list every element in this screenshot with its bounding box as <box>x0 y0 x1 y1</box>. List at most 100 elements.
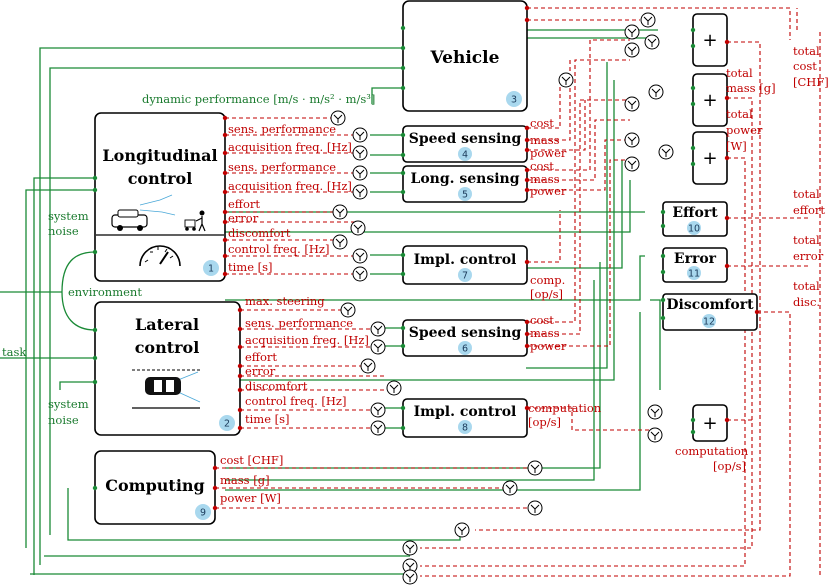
comparator-icon <box>402 540 418 556</box>
comparator-icon <box>624 156 640 172</box>
noise-label: noise <box>48 413 79 427</box>
power-label: power <box>530 339 567 353</box>
mass-label: mass <box>530 326 560 340</box>
block-number: 4 <box>462 150 468 161</box>
block-number: 7 <box>462 271 468 282</box>
sum-block-mass: + <box>692 73 728 127</box>
port-dots <box>92 5 760 511</box>
comparator-icon <box>624 96 640 112</box>
wire-labels: dynamic performance [m/s · m/s² · m/s³] … <box>2 44 829 505</box>
sum-block-computation: + <box>692 404 728 442</box>
comparator-icon <box>370 321 386 337</box>
cost-label: cost <box>530 116 554 130</box>
block-number-badge <box>195 504 211 520</box>
mass-g-label: mass [g] <box>220 473 270 487</box>
noise-label: noise <box>48 224 79 238</box>
comparator-icon <box>332 204 348 220</box>
lateral-control-block: Lateral control 2 <box>94 301 241 436</box>
computation-label: computation <box>528 401 602 415</box>
total-disc-label-1: total <box>793 279 820 293</box>
sens-performance-label: sens. performance <box>228 122 336 136</box>
speed-sensing-block-6: Speed sensing 6 <box>402 319 528 357</box>
comparator-icon <box>352 127 368 143</box>
total-mass-label-2: mass [g] <box>726 81 776 95</box>
plus-sign: + <box>702 30 717 51</box>
total-cost-label-1: total <box>793 44 820 58</box>
computation-out-label-1: computation <box>675 444 749 458</box>
comparator-icon <box>330 110 346 126</box>
acq-freq-label: acquisition freq. [Hz] <box>228 140 352 154</box>
error-label: error <box>228 211 259 225</box>
block-number-badge <box>458 187 472 201</box>
lateral-title-1: Lateral <box>135 315 199 334</box>
block-number-badge <box>458 420 472 434</box>
comparator-icon <box>370 339 386 355</box>
longitudinal-title-1: Longitudinal <box>102 146 217 165</box>
effort-block: Effort 10 <box>662 201 728 237</box>
longitudinal-control-block: Longitudinal control 1 <box>94 112 226 282</box>
total-error-label-2: error <box>793 249 824 263</box>
computing-title: Computing <box>105 476 204 495</box>
comparator-icon <box>454 522 470 538</box>
acq-freq-label: acquisition freq. [Hz] <box>245 333 369 347</box>
comparator-icon <box>352 266 368 282</box>
total-cost-label-2: cost <box>793 59 817 73</box>
power-label: power <box>530 184 567 198</box>
computation-unit-label: [op/s] <box>528 415 561 429</box>
effort-label: effort <box>245 350 277 364</box>
discomfort-label: discomfort <box>245 379 308 393</box>
speed-sensing-title: Speed sensing <box>409 131 522 147</box>
total-cost-label-3: [CHF] <box>793 75 829 89</box>
discomfort-label: discomfort <box>228 226 291 240</box>
comparator-icon <box>624 42 640 58</box>
comparator-icon <box>370 402 386 418</box>
vehicle-block: Vehicle 3 <box>402 0 528 112</box>
total-effort-label-2: effort <box>793 203 825 217</box>
comparator-icon <box>370 420 386 436</box>
comparator-icon <box>352 248 368 264</box>
discomfort-block: Discomfort 12 <box>662 293 758 331</box>
system-label: system <box>48 209 89 223</box>
longitudinal-title-2: control <box>128 169 193 188</box>
acq-freq-label: acquisition freq. [Hz] <box>228 179 352 193</box>
effort-title: Effort <box>672 205 718 221</box>
top-view-car-icon <box>132 369 201 409</box>
comp-label: comp. <box>530 273 565 287</box>
block-number: 11 <box>688 269 700 280</box>
block-number-badge <box>203 260 219 276</box>
long-sensing-block: Long. sensing 5 <box>402 165 528 203</box>
dynamic-performance-label: dynamic performance [m/s · m/s² · m/s³] <box>142 92 375 106</box>
resource-wires <box>215 7 821 577</box>
total-power-label-2: power <box>726 123 763 137</box>
discomfort-title: Discomfort <box>666 297 754 313</box>
block-number: 5 <box>462 190 468 201</box>
impl-control-title: Impl. control <box>414 252 517 268</box>
block-number-badge <box>506 91 522 107</box>
impl-control-block-7: Impl. control 7 <box>402 245 528 285</box>
block-number-badge <box>219 415 235 431</box>
block-number-badge <box>687 221 701 235</box>
comparator-icon <box>352 184 368 200</box>
block-number-badge <box>458 147 472 161</box>
block-number: 1 <box>208 264 214 275</box>
power-w-label: power [W] <box>220 491 281 505</box>
system-label: system <box>48 397 89 411</box>
power-label: power <box>530 146 567 160</box>
plus-sign: + <box>702 90 717 111</box>
plus-sign: + <box>702 148 717 169</box>
block-number-badge <box>702 314 716 328</box>
speed-sensing-title: Speed sensing <box>409 325 522 341</box>
total-mass-label-1: total <box>726 66 753 80</box>
total-error-label-1: total <box>793 233 820 247</box>
total-power-label-1: total <box>726 107 753 121</box>
block-number: 2 <box>224 419 230 430</box>
block-number: 12 <box>703 317 715 328</box>
car-with-pedestrian-icon <box>111 194 206 232</box>
computing-block: Computing 9 <box>94 450 216 525</box>
comparator-icon <box>527 460 543 476</box>
plus-sign: + <box>702 413 717 434</box>
cost-label: cost <box>530 313 554 327</box>
error-title: Error <box>674 251 717 267</box>
time-label: time [s] <box>245 412 290 426</box>
block-number: 8 <box>462 423 468 434</box>
